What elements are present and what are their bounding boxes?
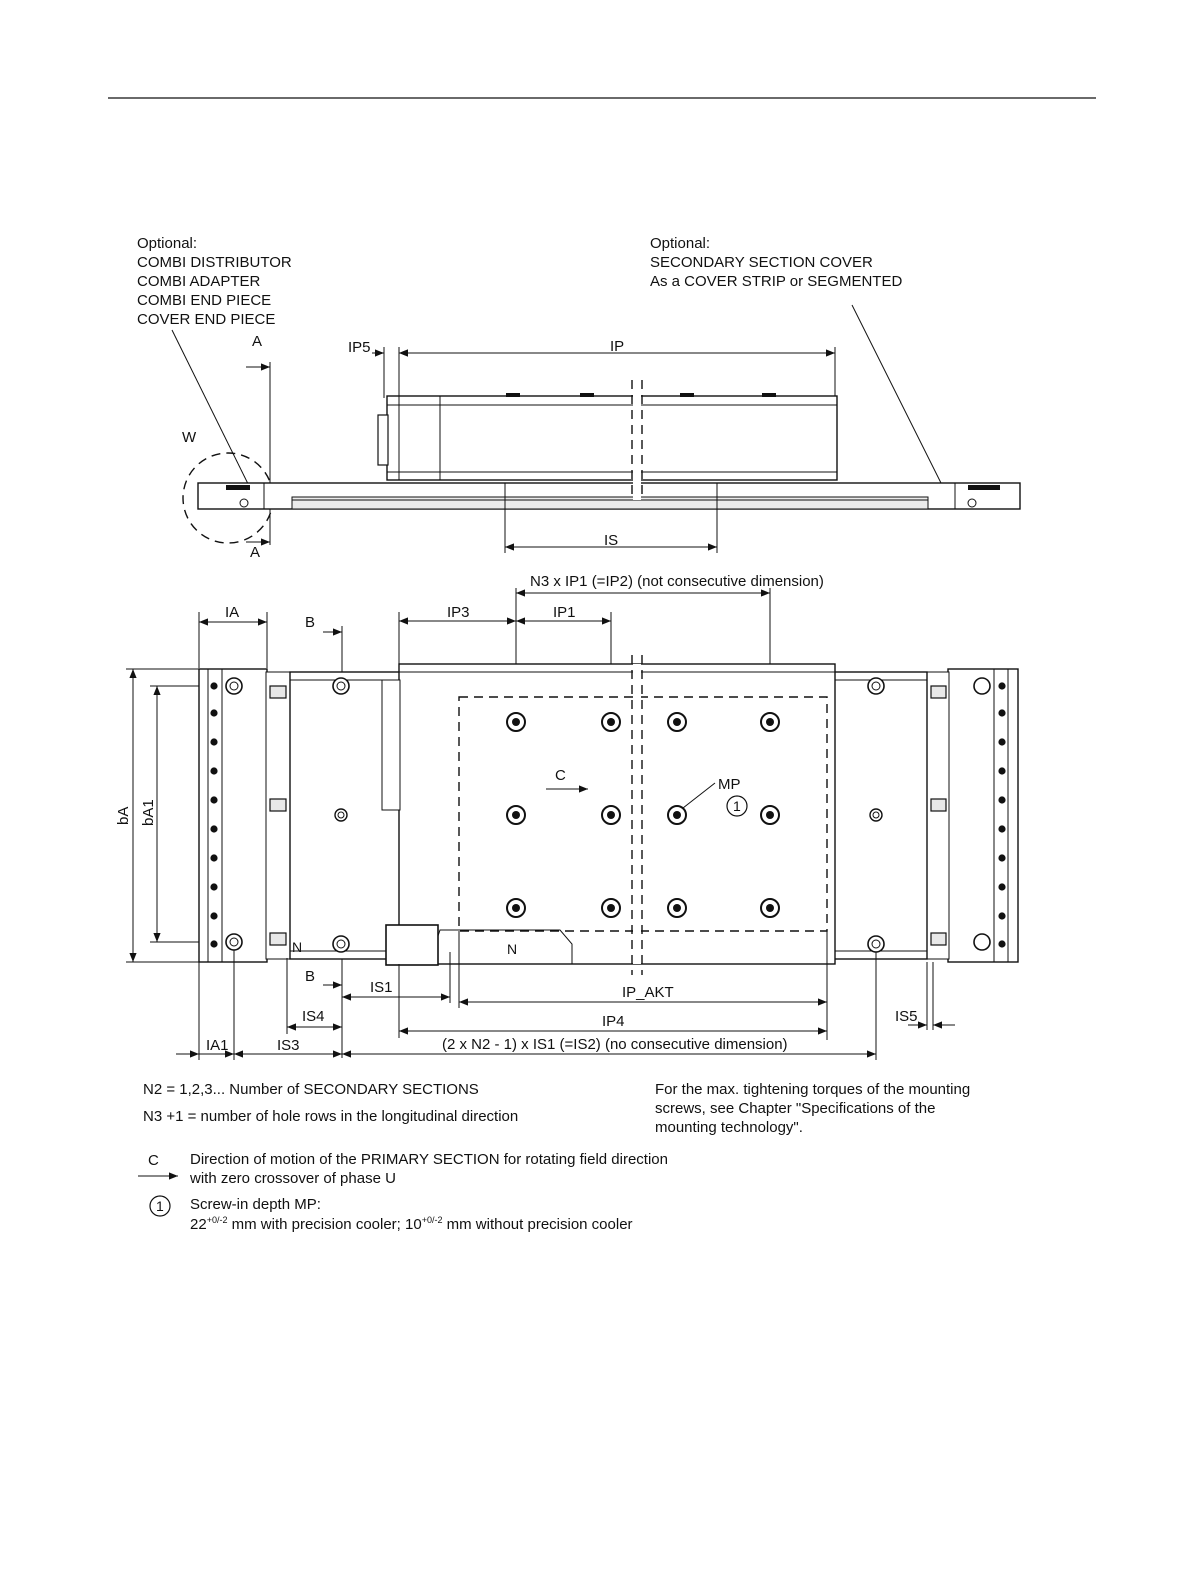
label-n-mid: N bbox=[507, 941, 517, 957]
legend-1-symbol: 1 bbox=[156, 1198, 164, 1214]
dim-label-ia1: IA1 bbox=[206, 1037, 229, 1054]
left-end-piece bbox=[198, 668, 268, 963]
dim-label-is1: IS1 bbox=[370, 979, 393, 996]
section-label-b-bottom: B bbox=[305, 968, 315, 985]
section-label-a-bottom: A bbox=[250, 544, 260, 561]
label-c: C bbox=[555, 767, 566, 784]
dim-label-ip-akt: IP_AKT bbox=[622, 984, 674, 1001]
section-label-a-top: A bbox=[252, 333, 262, 350]
note-n3: N3 +1 = number of hole rows in the longi… bbox=[143, 1108, 518, 1125]
callout-1-number: 1 bbox=[733, 798, 741, 814]
right-note-line-1: Optional: bbox=[650, 235, 710, 252]
dim-label-ip: IP bbox=[610, 338, 624, 355]
left-note-line-1: Optional: bbox=[137, 235, 197, 252]
detail-label-w: W bbox=[182, 429, 197, 446]
legend-c-line-2: with zero crossover of phase U bbox=[189, 1170, 396, 1187]
section-label-b-top: B bbox=[305, 614, 315, 631]
note-torque-line-3: mounting technology". bbox=[655, 1119, 803, 1136]
primary-holes bbox=[506, 712, 780, 918]
right-note-line-3: As a COVER STRIP or SEGMENTED bbox=[650, 273, 902, 290]
dim-label-ip1: IP1 bbox=[553, 604, 576, 621]
dim-label-ba1: bA1 bbox=[140, 799, 157, 826]
legend-1-title: Screw-in depth MP: bbox=[190, 1196, 321, 1213]
dim-label-n3: N3 x IP1 (=IP2) (not consecutive dimensi… bbox=[530, 573, 824, 590]
left-note-line-3: COMBI ADAPTER bbox=[137, 273, 261, 290]
left-note-line-5: COVER END PIECE bbox=[137, 311, 275, 328]
right-note-line-2: SECONDARY SECTION COVER bbox=[650, 254, 873, 271]
dim-label-ia: IA bbox=[225, 604, 239, 621]
mounting-area bbox=[458, 696, 828, 932]
label-n-left: N bbox=[292, 939, 302, 955]
dim-label-ip4: IP4 bbox=[602, 1013, 625, 1030]
legend-c-symbol: C bbox=[148, 1152, 159, 1169]
dim-label-is: IS bbox=[604, 532, 618, 549]
dim-label-is3: IS3 bbox=[277, 1037, 300, 1054]
dim-label-is5: IS5 bbox=[895, 1008, 918, 1025]
note-torque-line-2: screws, see Chapter "Specifications of t… bbox=[655, 1100, 935, 1117]
legend-c-line-1: Direction of motion of the PRIMARY SECTI… bbox=[190, 1151, 668, 1168]
primary-connector-side bbox=[377, 414, 389, 466]
top-view: Optional: COMBI DISTRIBUTOR COMBI ADAPTE… bbox=[137, 235, 1021, 561]
right-end-piece bbox=[947, 668, 1019, 963]
right-note-leader bbox=[851, 304, 943, 486]
left-end-dots bbox=[210, 682, 218, 948]
left-note-leader bbox=[171, 329, 257, 501]
dim-label-ba: bA bbox=[115, 807, 132, 825]
plan-view: N3 x IP1 (=IP2) (not consecutive dimensi… bbox=[115, 573, 1019, 1060]
legend-1-circle bbox=[149, 1195, 171, 1217]
legend-1-detail: 22+0/-2 mm with precision cooler; 10+0/-… bbox=[190, 1215, 633, 1233]
dim-label-ip3: IP3 bbox=[447, 604, 470, 621]
primary-connector-plan bbox=[385, 924, 439, 966]
primary-body-side bbox=[386, 395, 838, 481]
left-note-line-2: COMBI DISTRIBUTOR bbox=[137, 254, 292, 271]
dim-label-is4: IS4 bbox=[302, 1008, 325, 1025]
note-torque-line-1: For the max. tightening torques of the m… bbox=[655, 1081, 970, 1098]
right-end-dots bbox=[998, 682, 1006, 948]
callout-1-circle bbox=[726, 795, 748, 817]
note-n2: N2 = 1,2,3... Number of SECONDARY SECTIO… bbox=[143, 1081, 479, 1098]
dim-label-ip5: IP5 bbox=[348, 339, 371, 356]
dim-label-bottom: (2 x N2 - 1) x IS1 (=IS2) (no consecutiv… bbox=[442, 1036, 788, 1053]
label-mp: MP bbox=[718, 776, 741, 793]
notes: N2 = 1,2,3... Number of SECONDARY SECTIO… bbox=[138, 1081, 970, 1233]
left-note-line-4: COMBI END PIECE bbox=[137, 292, 271, 309]
